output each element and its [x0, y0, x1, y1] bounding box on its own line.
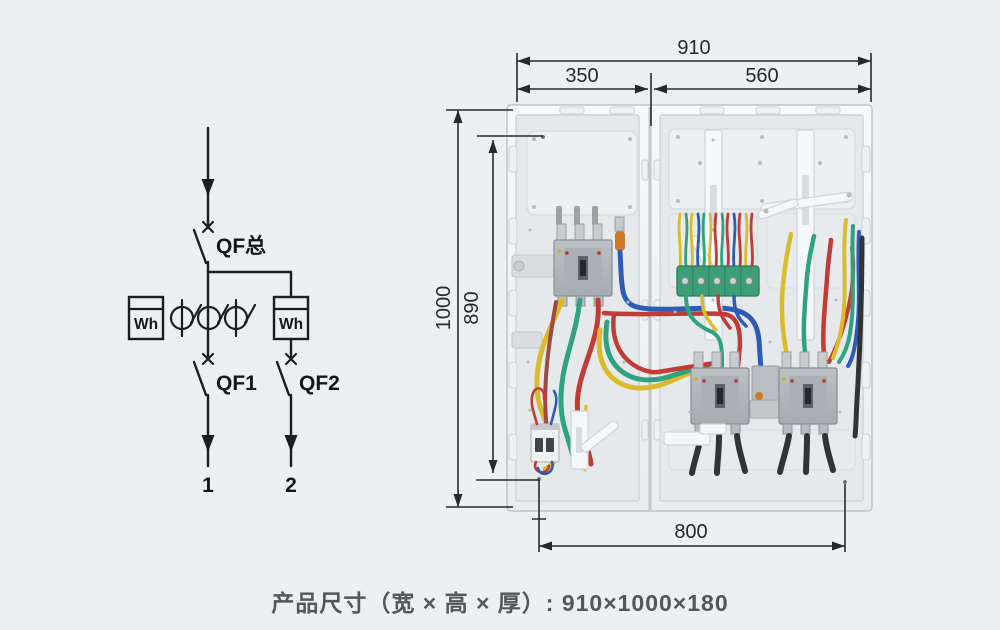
main-breaker-label: QF总: [216, 234, 266, 258]
dimension-910: 910: [516, 37, 872, 102]
tail-red2: [725, 212, 730, 268]
mccb2-red: [821, 237, 834, 367]
tail-yellow3: [708, 212, 713, 268]
dim-800-label: 800: [674, 521, 707, 543]
strip-blue-down: [732, 294, 748, 328]
center-terminal-block: [749, 365, 783, 419]
side-green: [837, 224, 855, 364]
dimension-350: 350: [517, 65, 652, 126]
right-side-wires: [831, 218, 865, 439]
tail-yellow4: [744, 212, 749, 268]
crossing-wire-bundle: [596, 294, 748, 391]
current-transformers-symbol: [169, 298, 257, 338]
strip-red-down: [716, 294, 732, 330]
bundle-green-arc: [603, 319, 711, 383]
hinge-knob: [513, 260, 525, 272]
tail-green: [684, 212, 689, 268]
dimension-annotations: 910 350 560 1000 890: [433, 37, 872, 552]
left-meter-plate: [526, 130, 638, 216]
tail-green2: [701, 212, 706, 268]
strip-green-down: [684, 294, 724, 368]
wire-blue-din: [549, 389, 558, 426]
branch1-breaker-symbol: [192, 352, 215, 468]
tail-yellow2: [689, 212, 694, 268]
bundle-yellow-arc: [596, 327, 705, 391]
dimension-800: 800: [532, 480, 846, 552]
strip-yellow-down: [700, 294, 718, 332]
tail-green3: [720, 212, 725, 268]
panel-screw-dots: [526, 226, 842, 414]
flow-arrow-icon: [201, 179, 215, 196]
tail-red4: [749, 212, 754, 268]
dimension-1000: 1000: [433, 109, 513, 508]
mounting-rail-right: [757, 129, 854, 341]
output2-label: 2: [285, 474, 297, 497]
hinge-bracket-lower: [511, 331, 543, 349]
neutral-lug: [614, 216, 625, 232]
meter-left-label: Wh: [134, 316, 158, 333]
side-black: [852, 235, 865, 439]
dim-1000-label: 1000: [433, 286, 455, 331]
dim-560-label: 560: [745, 65, 778, 87]
meter-left-symbol: Wh: [127, 295, 165, 341]
terminal-strip: [676, 265, 760, 297]
mccb2-yellow: [779, 231, 794, 367]
tail-yellow: [677, 212, 682, 268]
out1-c: [734, 433, 748, 474]
dimension-890: 890: [461, 135, 543, 481]
wire-green-loop: [558, 297, 583, 466]
din-breaker: [530, 423, 560, 463]
wire-red-din: [530, 387, 546, 426]
left-mccb-cables-top: [556, 206, 598, 226]
meter-tail-wires: [677, 212, 754, 268]
left-bottom-rail: [570, 410, 619, 470]
din-breaker-wires: [530, 387, 558, 476]
out2-a: [777, 433, 792, 475]
ref-hole-bottom-right: [843, 480, 847, 484]
main-breaker-symbol: [192, 220, 215, 274]
tail-red3: [737, 212, 742, 268]
tail-blue2: [732, 212, 737, 268]
output1-label: 1: [202, 474, 214, 497]
branch2-breaker-symbol: [275, 352, 298, 468]
branch1-breaker-label: QF1: [216, 372, 257, 395]
meter-right-label: Wh: [279, 316, 303, 333]
mccb2-green: [801, 233, 817, 367]
tail-blue: [696, 212, 701, 268]
dim-910-label: 910: [677, 37, 710, 59]
bundle-red: [601, 310, 743, 369]
bundle-red-arc: [611, 311, 719, 375]
out2-b: [803, 433, 810, 475]
dim-890-label: 890: [461, 291, 483, 324]
side-yellow: [831, 218, 848, 360]
wire-blue-din-loop: [536, 460, 554, 476]
right-bottom-brackets: [663, 423, 727, 446]
branch2-breaker-label: QF2: [299, 372, 340, 395]
product-dimension-caption: 产品尺寸（宽 × 高 × 厚）: 910×1000×180: [271, 590, 729, 616]
single-line-diagram: QF总 Wh Wh: [127, 126, 340, 497]
meter-right-symbol: Wh: [272, 295, 310, 341]
dim-350-label: 350: [565, 65, 598, 87]
side-blue: [846, 230, 861, 368]
cabinet-illustration: [506, 104, 873, 512]
cabinet-rim-slots: [559, 106, 841, 115]
orange-sleeve: [615, 231, 625, 251]
out1-b: [714, 433, 722, 476]
dimension-560: 560: [654, 65, 871, 94]
out2-c: [822, 433, 836, 473]
tail-red: [713, 212, 718, 268]
